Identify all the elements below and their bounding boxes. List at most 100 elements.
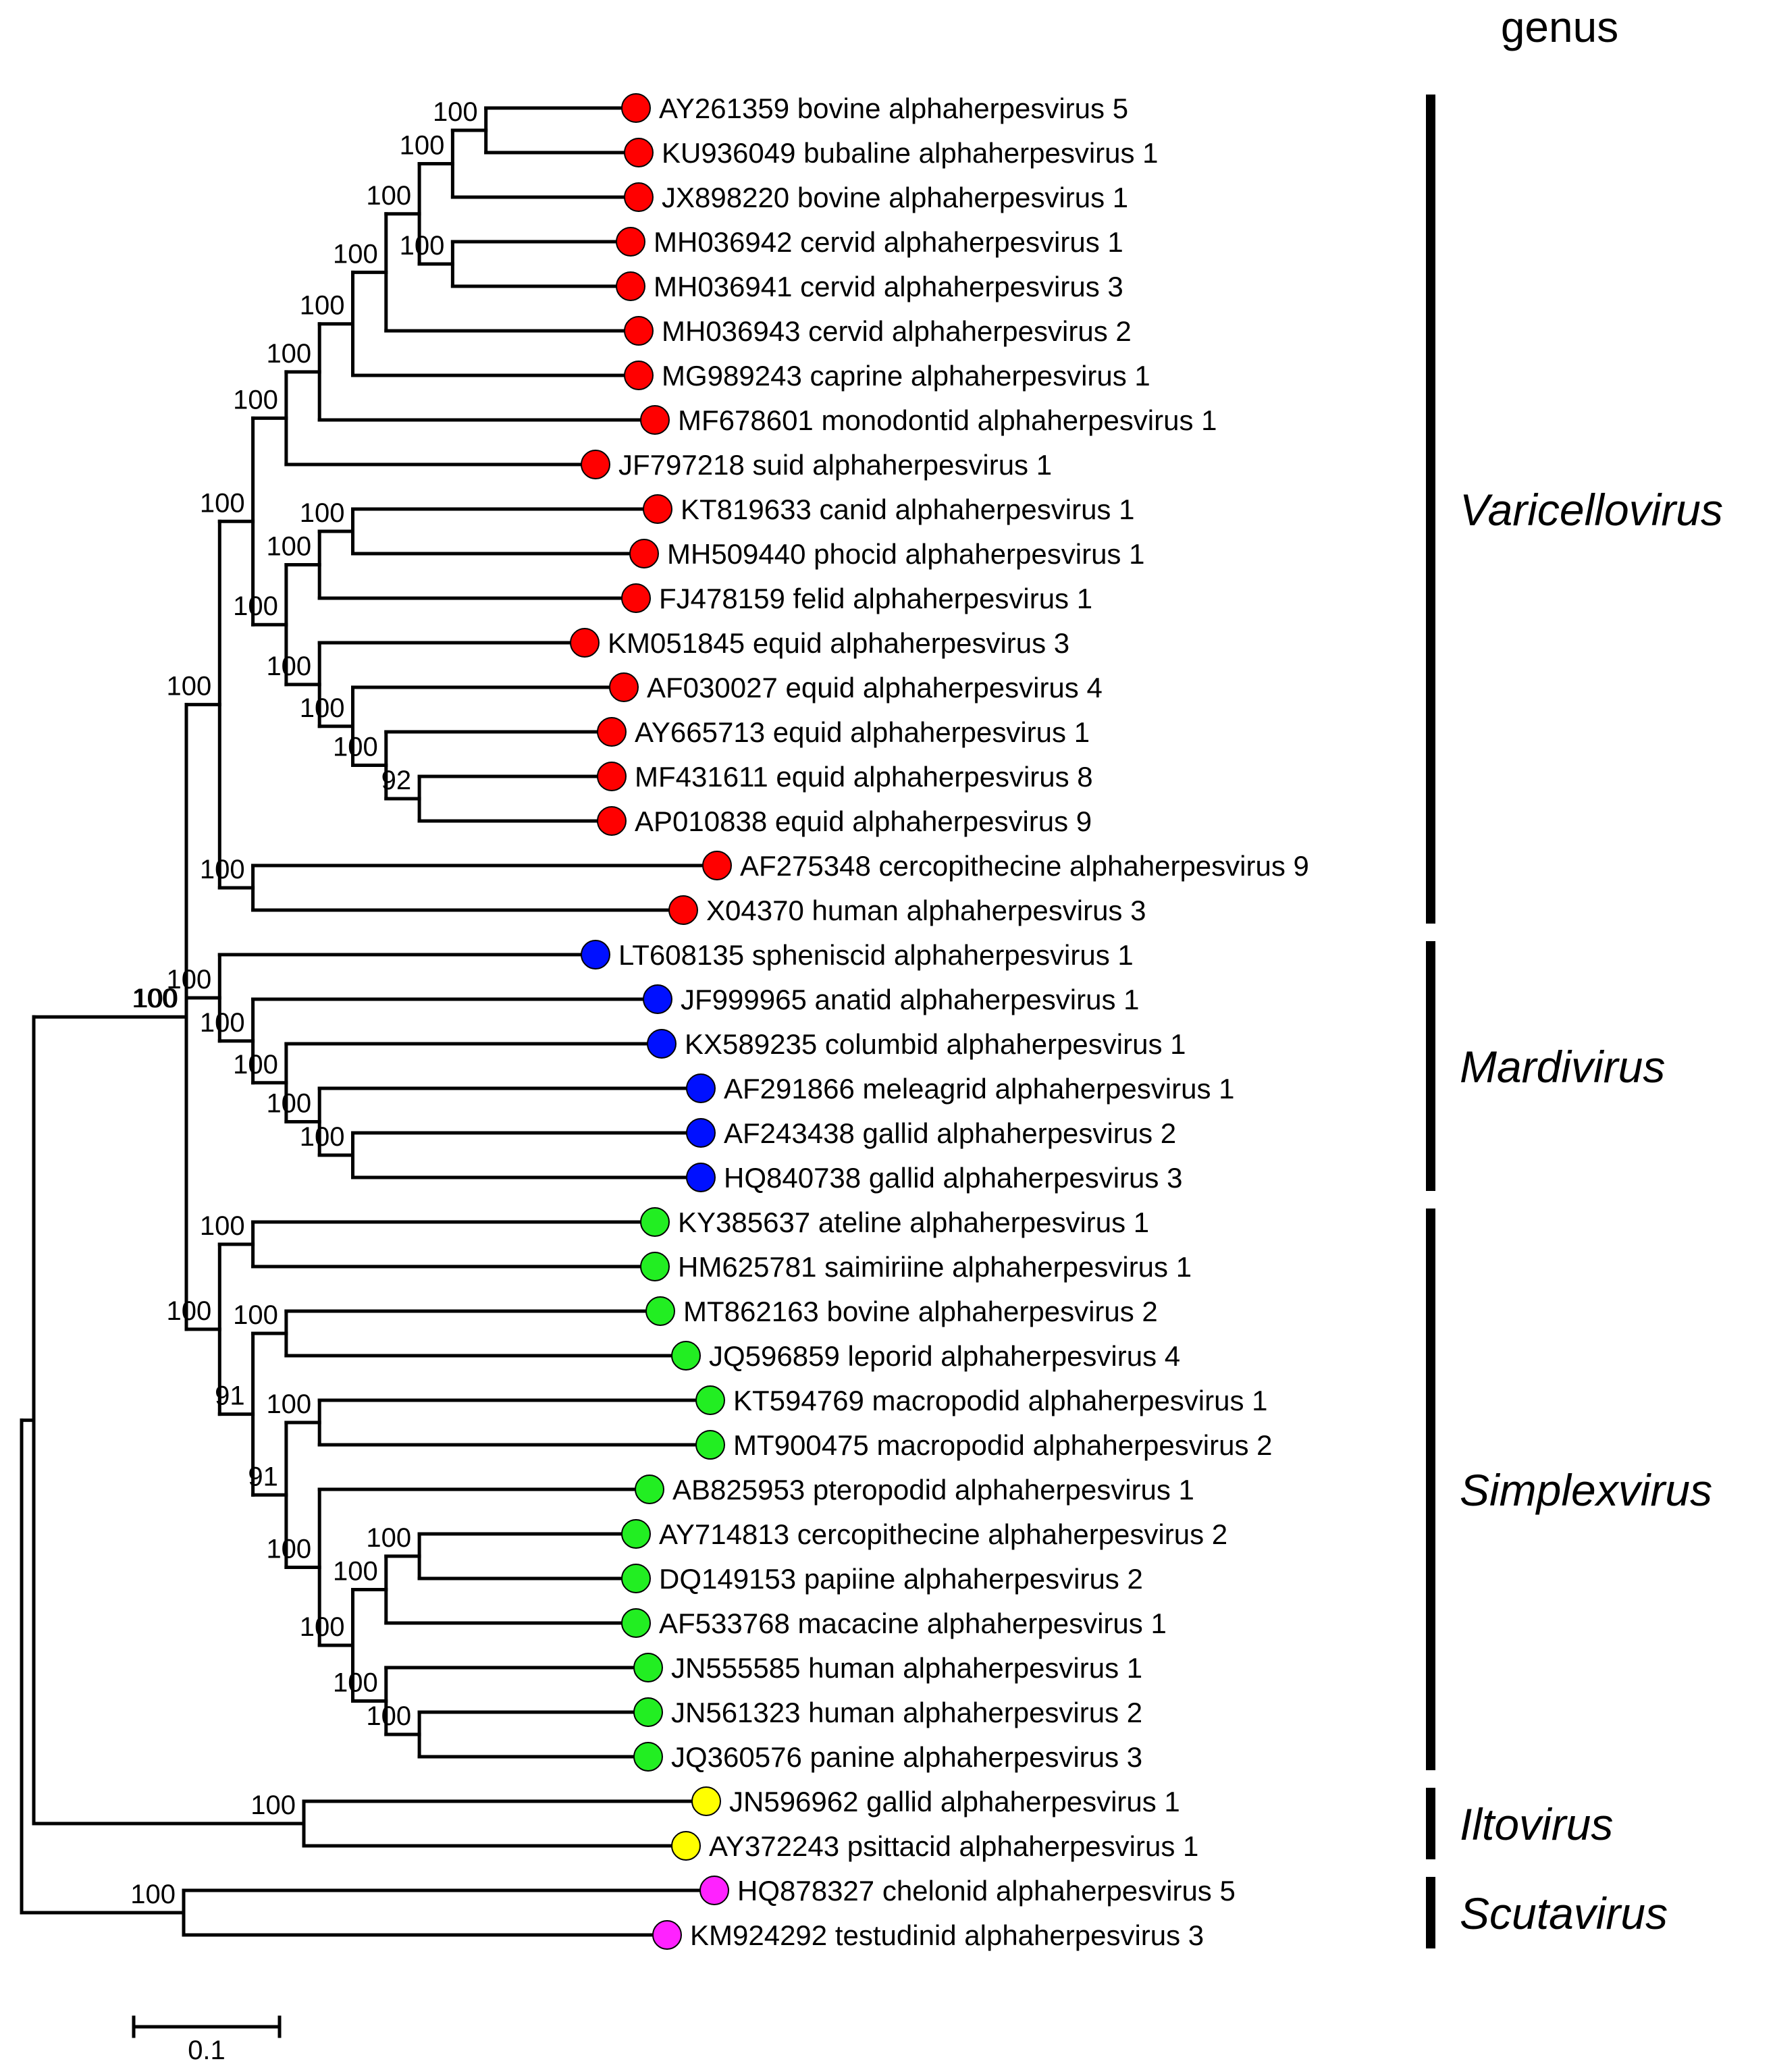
leaf-label: MH036943 cervid alphaherpesvirus 2 [662, 315, 1132, 347]
tip-marker [686, 1073, 716, 1103]
tip-marker [597, 806, 627, 836]
leaf-label: JN596962 gallid alphaherpesvirus 1 [729, 1786, 1180, 1817]
tip-marker [647, 1029, 677, 1059]
leaf-label: KX589235 columbid alphaherpesvirus 1 [685, 1028, 1186, 1060]
bootstrap-value: 100 [233, 1050, 278, 1080]
tip-marker [597, 762, 627, 791]
bootstrap-value: 100 [266, 532, 311, 562]
leaf-label: HQ840738 gallid alphaherpesvirus 3 [724, 1162, 1182, 1194]
leaf-label: MH036942 cervid alphaherpesvirus 1 [654, 226, 1123, 258]
leaf-label: MT900475 macropodid alphaherpesvirus 2 [733, 1429, 1272, 1461]
bootstrap-value: 100 [167, 1296, 212, 1326]
bootstrap-value: 100 [167, 965, 212, 994]
leaf-label: JQ360576 panine alphaherpesvirus 3 [671, 1741, 1142, 1773]
leaf-label: X04370 human alphaherpesvirus 3 [706, 895, 1146, 926]
bootstrap-value: 100 [400, 231, 445, 261]
bootstrap-value: 100 [200, 1211, 245, 1241]
tree-branches [20, 106, 718, 1937]
tip-marker [624, 361, 654, 390]
tip-marker [702, 851, 732, 880]
genus-bar [1426, 941, 1435, 1191]
tip-marker [624, 316, 654, 346]
leaf-label: AP010838 equid alphaherpesvirus 9 [635, 805, 1092, 837]
tip-markers [570, 93, 732, 1950]
tip-marker [640, 405, 670, 435]
tip-marker [621, 93, 651, 123]
bootstrap-values: 1001001001001001001001001001009210010010… [130, 97, 477, 1909]
genus-bar [1426, 1877, 1435, 1948]
leaf-label: KM051845 equid alphaherpesvirus 3 [608, 627, 1069, 659]
leaf-labels: AY261359 bovine alphaherpesvirus 5KU9360… [608, 92, 1309, 1951]
bootstrap-value: 100 [300, 291, 345, 321]
leaf-label: DQ149153 papiine alphaherpesvirus 2 [659, 1563, 1143, 1595]
tip-marker [633, 1742, 663, 1772]
bootstrap-value: 100 [266, 652, 311, 681]
tip-marker [633, 1697, 663, 1727]
leaf-label: JN561323 human alphaherpesvirus 2 [671, 1697, 1142, 1728]
tip-marker [695, 1430, 725, 1460]
tip-marker [645, 1296, 675, 1326]
bootstrap-value: 100 [200, 855, 245, 884]
bootstrap-value: 100 [133, 984, 178, 1013]
tip-marker [570, 628, 600, 658]
tip-marker [616, 227, 645, 257]
tip-marker [621, 1608, 651, 1638]
bootstrap-value: 100 [167, 672, 212, 701]
leaf-label: MH036941 cervid alphaherpesvirus 3 [654, 271, 1123, 302]
tip-marker [652, 1920, 682, 1950]
leaf-label: AF243438 gallid alphaherpesvirus 2 [724, 1117, 1176, 1149]
tip-marker [621, 1519, 651, 1549]
leaf-label: KT819633 canid alphaherpesvirus 1 [681, 494, 1134, 525]
leaf-label: AY665713 equid alphaherpesvirus 1 [635, 716, 1090, 748]
tip-marker [643, 494, 672, 524]
tip-marker [699, 1876, 729, 1905]
scale-bar: 0.1 [132, 2015, 282, 2065]
bootstrap-value: 91 [248, 1462, 278, 1491]
tip-marker [668, 895, 698, 925]
leaf-label: JQ596859 leporid alphaherpesvirus 4 [709, 1340, 1180, 1372]
bootstrap-value: 100 [300, 1612, 345, 1642]
bootstrap-value: 100 [300, 498, 345, 528]
tip-marker [686, 1163, 716, 1192]
bootstrap-value: 100 [366, 1701, 411, 1731]
bootstrap-value: 100 [132, 984, 177, 1013]
tip-marker [581, 940, 610, 969]
leaf-label: AY261359 bovine alphaherpesvirus 5 [659, 92, 1128, 124]
genus-brackets: VaricellovirusMardivirusSimplexvirusIlto… [1426, 95, 1723, 1948]
bootstrap-value: 100 [233, 385, 278, 415]
leaf-label: KT594769 macropodid alphaherpesvirus 1 [733, 1385, 1268, 1416]
leaf-label: MF678601 monodontid alphaherpesvirus 1 [678, 404, 1217, 436]
bootstrap-value: 100 [333, 1557, 378, 1587]
leaf-label: MG989243 caprine alphaherpesvirus 1 [662, 360, 1150, 392]
bootstrap-value: 100 [250, 1790, 296, 1820]
genus-label: Varicellovirus [1460, 485, 1723, 535]
leaf-label: JF999965 anatid alphaherpesvirus 1 [681, 984, 1139, 1015]
bootstrap-value: 100 [266, 1089, 311, 1119]
bootstrap-value: 100 [333, 1668, 378, 1698]
bootstrap-value: 100 [130, 1880, 176, 1909]
leaf-label: LT608135 spheniscid alphaherpesvirus 1 [618, 939, 1134, 971]
tip-marker [691, 1786, 721, 1816]
tip-marker [621, 583, 651, 613]
tip-marker [597, 717, 627, 747]
tip-marker [695, 1385, 725, 1415]
tip-marker [624, 182, 654, 212]
leaf-label: AY372243 psittacid alphaherpesvirus 1 [709, 1830, 1198, 1862]
bootstrap-value: 100 [200, 488, 245, 518]
leaf-label: JX898220 bovine alphaherpesvirus 1 [662, 182, 1128, 213]
tip-marker [671, 1831, 701, 1861]
leaf-label: JF797218 suid alphaherpesvirus 1 [618, 449, 1052, 481]
leaf-label: MT862163 bovine alphaherpesvirus 2 [683, 1296, 1158, 1327]
bootstrap-value: 100 [333, 733, 378, 762]
bootstrap-value: 91 [215, 1381, 245, 1411]
tip-marker [671, 1341, 701, 1371]
bootstrap-value: 100 [266, 339, 311, 369]
genus-label: Simplexvirus [1460, 1465, 1712, 1515]
leaf-label: HQ878327 chelonid alphaherpesvirus 5 [737, 1875, 1236, 1907]
tip-marker [643, 984, 672, 1014]
leaf-label: AF275348 cercopithecine alphaherpesvirus… [740, 850, 1309, 882]
tip-marker [640, 1207, 670, 1237]
genus-bar [1426, 95, 1435, 924]
bootstrap-value: 100 [233, 1300, 278, 1330]
